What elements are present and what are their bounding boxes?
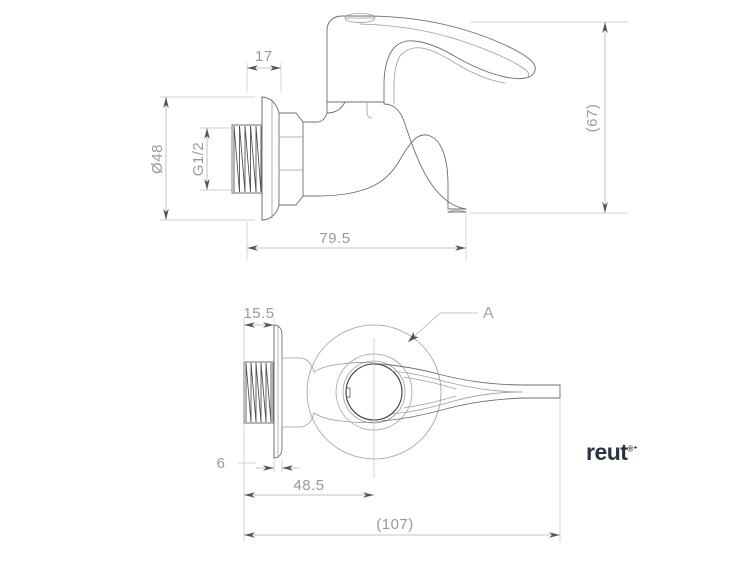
dim-label-79-5: 79.5 <box>319 230 350 247</box>
dimension-thread-size: G1/2 <box>190 127 232 191</box>
dimension-flange-diameter: Ø48 <box>149 96 255 221</box>
dim-label-g12: G1/2 <box>190 142 207 177</box>
dim-label-17: 17 <box>255 48 273 65</box>
dim-label-67: (67) <box>584 104 601 133</box>
dim-label-15-5: 15.5 <box>243 305 274 322</box>
elevation-view-geometry <box>231 13 536 221</box>
dim-label-6: 6 <box>217 455 226 472</box>
callout-label-a: A <box>483 305 494 322</box>
dim-label-diameter48: Ø48 <box>149 144 166 174</box>
dimension-overall-projection: 79.5 <box>246 214 467 260</box>
thread-hatch-plan <box>245 362 274 423</box>
plan-view-geometry <box>243 324 561 478</box>
dimension-overall-height: (67) <box>470 21 628 214</box>
annotation-callout-a: A <box>407 305 494 343</box>
dim-label-107: (107) <box>376 516 414 533</box>
brand-trademark-mark: ®⁺ <box>627 444 638 454</box>
dimension-plate-thickness: 6 <box>217 455 300 472</box>
dim-label-48-5: 48.5 <box>293 477 324 494</box>
brand-logo: reut®⁺ <box>586 441 638 464</box>
dimension-overall-length: (107) <box>243 400 561 542</box>
dimension-flange-offset: 15.5 <box>243 305 275 360</box>
brand-name: reut <box>586 439 628 465</box>
dimension-flange-thickness: 17 <box>246 48 282 92</box>
thread-hatch-elevation <box>233 125 262 193</box>
dimension-center-distance: 48.5 <box>243 425 374 502</box>
